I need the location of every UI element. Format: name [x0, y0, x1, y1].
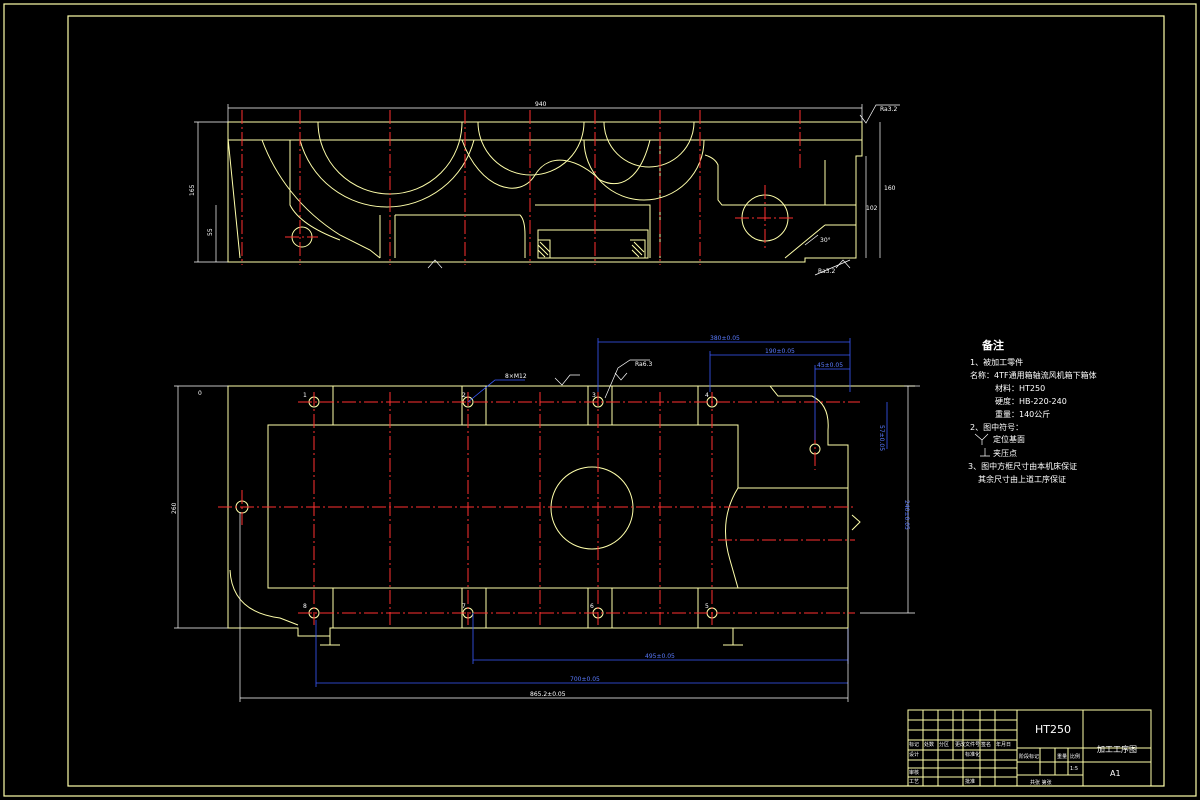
- roughness-top-label: Ra3.2: [880, 106, 897, 113]
- sheet-size: A1: [1110, 769, 1121, 778]
- svg-text:940: 940: [535, 101, 547, 108]
- note-line-9: 3、图中方框尺寸由本机床保证: [968, 461, 1077, 471]
- hole-label-8: 8: [303, 603, 307, 610]
- svg-text:45±0.05: 45±0.05: [817, 362, 843, 369]
- svg-text:495±0.05: 495±0.05: [645, 653, 675, 660]
- hole-label-6: 6: [590, 603, 594, 610]
- roughness-bottom-label: Ra3.2: [818, 268, 835, 275]
- hole-label-1: 1: [303, 392, 307, 399]
- hole-label-5: 5: [705, 603, 709, 610]
- hole-label-3: 3: [592, 392, 596, 399]
- hole-label-7: 7: [462, 603, 466, 610]
- front-view: 940 165 55 160 102 Ra3.2 Ra3.2 30°: [189, 101, 900, 276]
- svg-text:190±0.05: 190±0.05: [765, 348, 795, 355]
- col-header-0: 标记: [909, 741, 919, 748]
- weight-label: 重量: [1057, 753, 1067, 760]
- row-label-design: 设计: [909, 751, 919, 758]
- inner-frame: [67, 15, 1165, 787]
- svg-text:380±0.05: 380±0.05: [710, 335, 740, 342]
- roughness-mid-label: Ra6.3: [635, 361, 652, 368]
- sheet-info: 共张 第张: [1030, 779, 1052, 786]
- scale-label: 比例: [1070, 753, 1080, 760]
- sign-label-approve: 批准: [965, 778, 975, 785]
- outer-frame: [3, 3, 1197, 797]
- svg-text:700±0.05: 700±0.05: [570, 676, 600, 683]
- sign-label-standard: 标准化: [965, 751, 980, 758]
- note-line-7: 定位基面: [993, 434, 1025, 444]
- note-line-3: 材料：HT250: [995, 383, 1045, 393]
- svg-text:0: 0: [198, 390, 202, 397]
- material-label: HT250: [1035, 723, 1071, 736]
- note-line-8: 夹压点: [993, 448, 1017, 458]
- drawing-title: 加工工序图: [1097, 744, 1137, 754]
- col-header-1: 处数: [924, 741, 934, 748]
- note-line-10: 其余尺寸由上道工序保证: [978, 474, 1066, 484]
- col-header-5: 年月日: [996, 741, 1011, 748]
- notes-heading: 备注: [981, 338, 1004, 352]
- row-label-review: 审核: [909, 769, 919, 776]
- hole-spec-label: 8×M12: [505, 373, 527, 380]
- svg-text:30°: 30°: [820, 237, 831, 244]
- plan-view: 1 2 3 4 8 7 6 5 8×M12 Ra6.3 380±0.05 190…: [171, 335, 920, 702]
- col-header-3: 更改文件号: [955, 741, 980, 748]
- svg-text:260: 260: [171, 502, 178, 514]
- svg-text:165: 165: [189, 184, 196, 196]
- title-block: 标记 处数 分区 更改文件号 签名 年月日 设计 审核 工艺 标准化 批准 阶段…: [907, 709, 1152, 787]
- col-header-2: 分区: [939, 741, 949, 748]
- hole-label-4: 4: [705, 392, 709, 399]
- scale-value: 1:5: [1070, 766, 1078, 772]
- svg-text:865.2±0.05: 865.2±0.05: [530, 691, 566, 698]
- row-label-process: 工艺: [909, 779, 919, 785]
- hole-label-2: 2: [462, 392, 466, 399]
- stage-label: 阶段标记: [1019, 753, 1039, 760]
- svg-text:55: 55: [207, 228, 214, 236]
- svg-text:102: 102: [866, 205, 878, 212]
- svg-text:240±0.05: 240±0.05: [903, 500, 910, 530]
- note-line-2: 名称：4TF通用箱轴流风机箱下箱体: [970, 370, 1097, 380]
- notes-block: 备注 1、被加工零件 名称：4TF通用箱轴流风机箱下箱体 材料：HT250 硬度…: [968, 338, 1097, 484]
- note-line-5: 重量：140公斤: [995, 409, 1050, 419]
- note-line-4: 硬度：HB-220-240: [995, 396, 1067, 406]
- svg-text:57±0.05: 57±0.05: [878, 425, 885, 451]
- note-line-1: 1、被加工零件: [970, 357, 1023, 367]
- note-line-6: 2、图中符号：: [970, 422, 1023, 432]
- svg-text:160: 160: [884, 185, 896, 192]
- col-header-4: 签名: [981, 741, 991, 748]
